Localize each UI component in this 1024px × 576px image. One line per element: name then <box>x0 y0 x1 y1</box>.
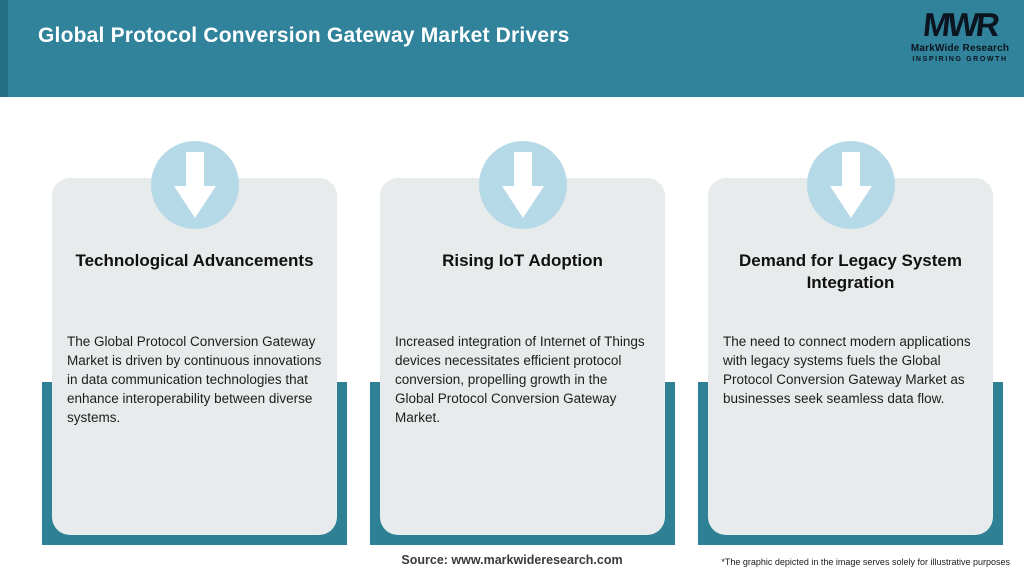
card-title: Technological Advancements <box>75 251 314 270</box>
source-attribution: Source: www.markwideresearch.com <box>401 553 623 567</box>
driver-card-rising-iot-adoption: Rising IoT Adoption Increased integratio… <box>370 0 675 576</box>
down-arrow-icon <box>478 141 567 229</box>
logo-tagline: INSPIRING GROWTH <box>912 56 1008 63</box>
card-title: Demand for Legacy System Integration <box>739 251 962 292</box>
card-body: Rising IoT Adoption Increased integratio… <box>380 178 665 535</box>
card-description: Increased integration of Internet of Thi… <box>395 334 645 425</box>
disclaimer-note: *The graphic depicted in the image serve… <box>721 557 1010 567</box>
down-arrow-icon <box>150 141 239 229</box>
driver-card-technological-advancements: Technological Advancements The Global Pr… <box>42 0 347 576</box>
card-description: The need to connect modern applications … <box>723 334 971 406</box>
markwide-logo: MWR MarkWide Research INSPIRING GROWTH <box>908 6 1012 63</box>
card-body: Technological Advancements The Global Pr… <box>52 178 337 535</box>
driver-card-legacy-system-integration: Demand for Legacy System Integration The… <box>698 0 1003 576</box>
down-arrow-icon <box>806 141 895 229</box>
header-banner: Global Protocol Conversion Gateway Marke… <box>0 0 1024 97</box>
card-description: The Global Protocol Conversion Gateway M… <box>67 334 322 425</box>
header-left-accent <box>0 0 8 97</box>
card-title: Rising IoT Adoption <box>442 251 603 270</box>
page-title: Global Protocol Conversion Gateway Marke… <box>38 24 570 47</box>
card-body: Demand for Legacy System Integration The… <box>708 178 993 535</box>
logo-company-name: MarkWide Research <box>910 43 1010 54</box>
